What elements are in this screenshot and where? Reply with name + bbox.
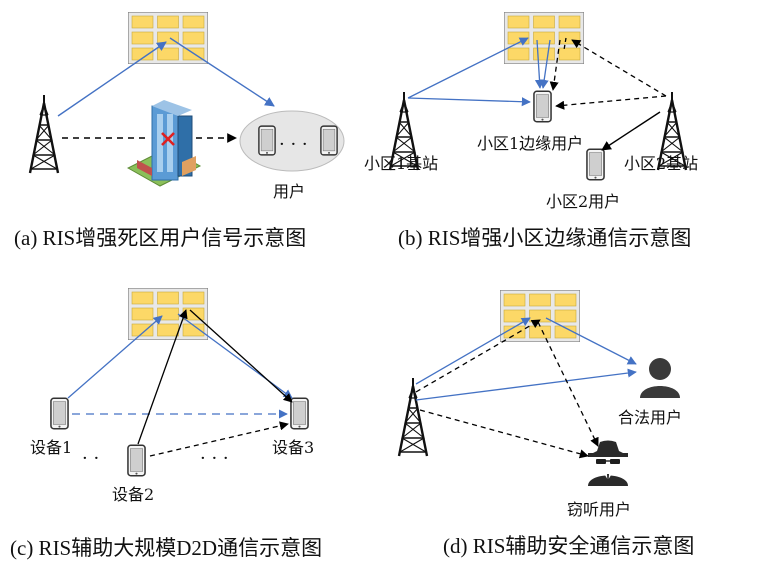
ris-reflect-dashed-link: [563, 37, 567, 51]
bs-to-ris-link: [57, 41, 167, 117]
legitimate-user-icon: [640, 358, 680, 398]
caption-c: (c) RIS辅助大规模D2D通信示意图: [10, 536, 323, 560]
device2-to-device3-direct-link: [149, 421, 289, 457]
legit-user-label: 合法用户: [618, 408, 683, 427]
caption-a: (a) RIS增强死区用户信号示意图: [14, 226, 307, 250]
cell1-base-station-label: 小区1基站: [364, 154, 439, 173]
device1-icon: [50, 397, 69, 430]
cell1-edge-user-icon: [533, 90, 552, 123]
ris-to-legit-user-link: [545, 317, 637, 365]
base-station-tower-icon: [28, 95, 60, 175]
ris-panel-d: [500, 290, 580, 342]
panel-c: [50, 288, 309, 477]
ris-to-device3-blue-link: [177, 313, 293, 399]
ris-to-device3-black-link: [189, 309, 293, 403]
ris-panel-a: [128, 12, 208, 64]
ris-to-user-link: [169, 37, 275, 107]
caption-d: (d) RIS辅助安全通信示意图: [443, 534, 695, 558]
ris-panel-c: [128, 288, 208, 340]
bs-to-legit-user-direct-link: [415, 368, 637, 401]
device3-label: 设备3: [272, 438, 315, 457]
bs2-to-edge-user-dashed-link: [555, 95, 667, 110]
cell2-user-icon: [586, 148, 605, 181]
cell2-user-label: 小区2用户: [546, 192, 621, 211]
panel-a: [28, 12, 345, 187]
eavesdropper-icon: [587, 440, 629, 486]
device1-to-ris-link: [67, 315, 163, 399]
cell1-edge-user-label: 小区1边缘用户: [477, 134, 584, 153]
ris-panel-b: [504, 12, 584, 64]
bs2-to-cell2-user-link: [601, 111, 661, 151]
device2-to-ris-link: [137, 309, 188, 445]
user-ellipsis: · · ·: [279, 134, 308, 155]
bs-to-eavesdropper-link: [419, 409, 589, 459]
base-station-tower-d-icon: [397, 378, 429, 458]
ris-to-eavesdropper-link: [537, 321, 599, 447]
bs1-to-edge-user-link: [407, 97, 531, 107]
dots-left: · ·: [82, 448, 100, 469]
device1-label: 设备1: [30, 438, 73, 457]
device2-label: 设备2: [112, 485, 155, 504]
ris-to-edge-user-blue-link-2: [539, 39, 551, 89]
device2-icon: [127, 444, 146, 477]
ris-to-edge-user-blue-link: [534, 39, 545, 89]
user-phone-1-icon: [258, 125, 276, 156]
bs1-to-ris-link: [407, 37, 529, 99]
bs2-to-ris-dashed-link: [571, 39, 667, 97]
blocked-mark-icon: [161, 132, 175, 146]
cell2-base-station-label: 小区2基站: [624, 154, 699, 173]
user-label: 用户: [273, 182, 306, 201]
bs-to-ris-dashed-link: [415, 319, 541, 393]
device3-icon: [290, 397, 309, 430]
bs-to-ris-blue-link: [415, 317, 531, 385]
eavesdropper-label: 窃听用户: [567, 500, 632, 519]
caption-b: (b) RIS增强小区边缘通信示意图: [398, 226, 692, 250]
panel-b: [388, 12, 688, 181]
user-phone-2-icon: [320, 125, 338, 156]
dots-right: · · ·: [200, 448, 229, 469]
panel-d: [397, 290, 680, 486]
